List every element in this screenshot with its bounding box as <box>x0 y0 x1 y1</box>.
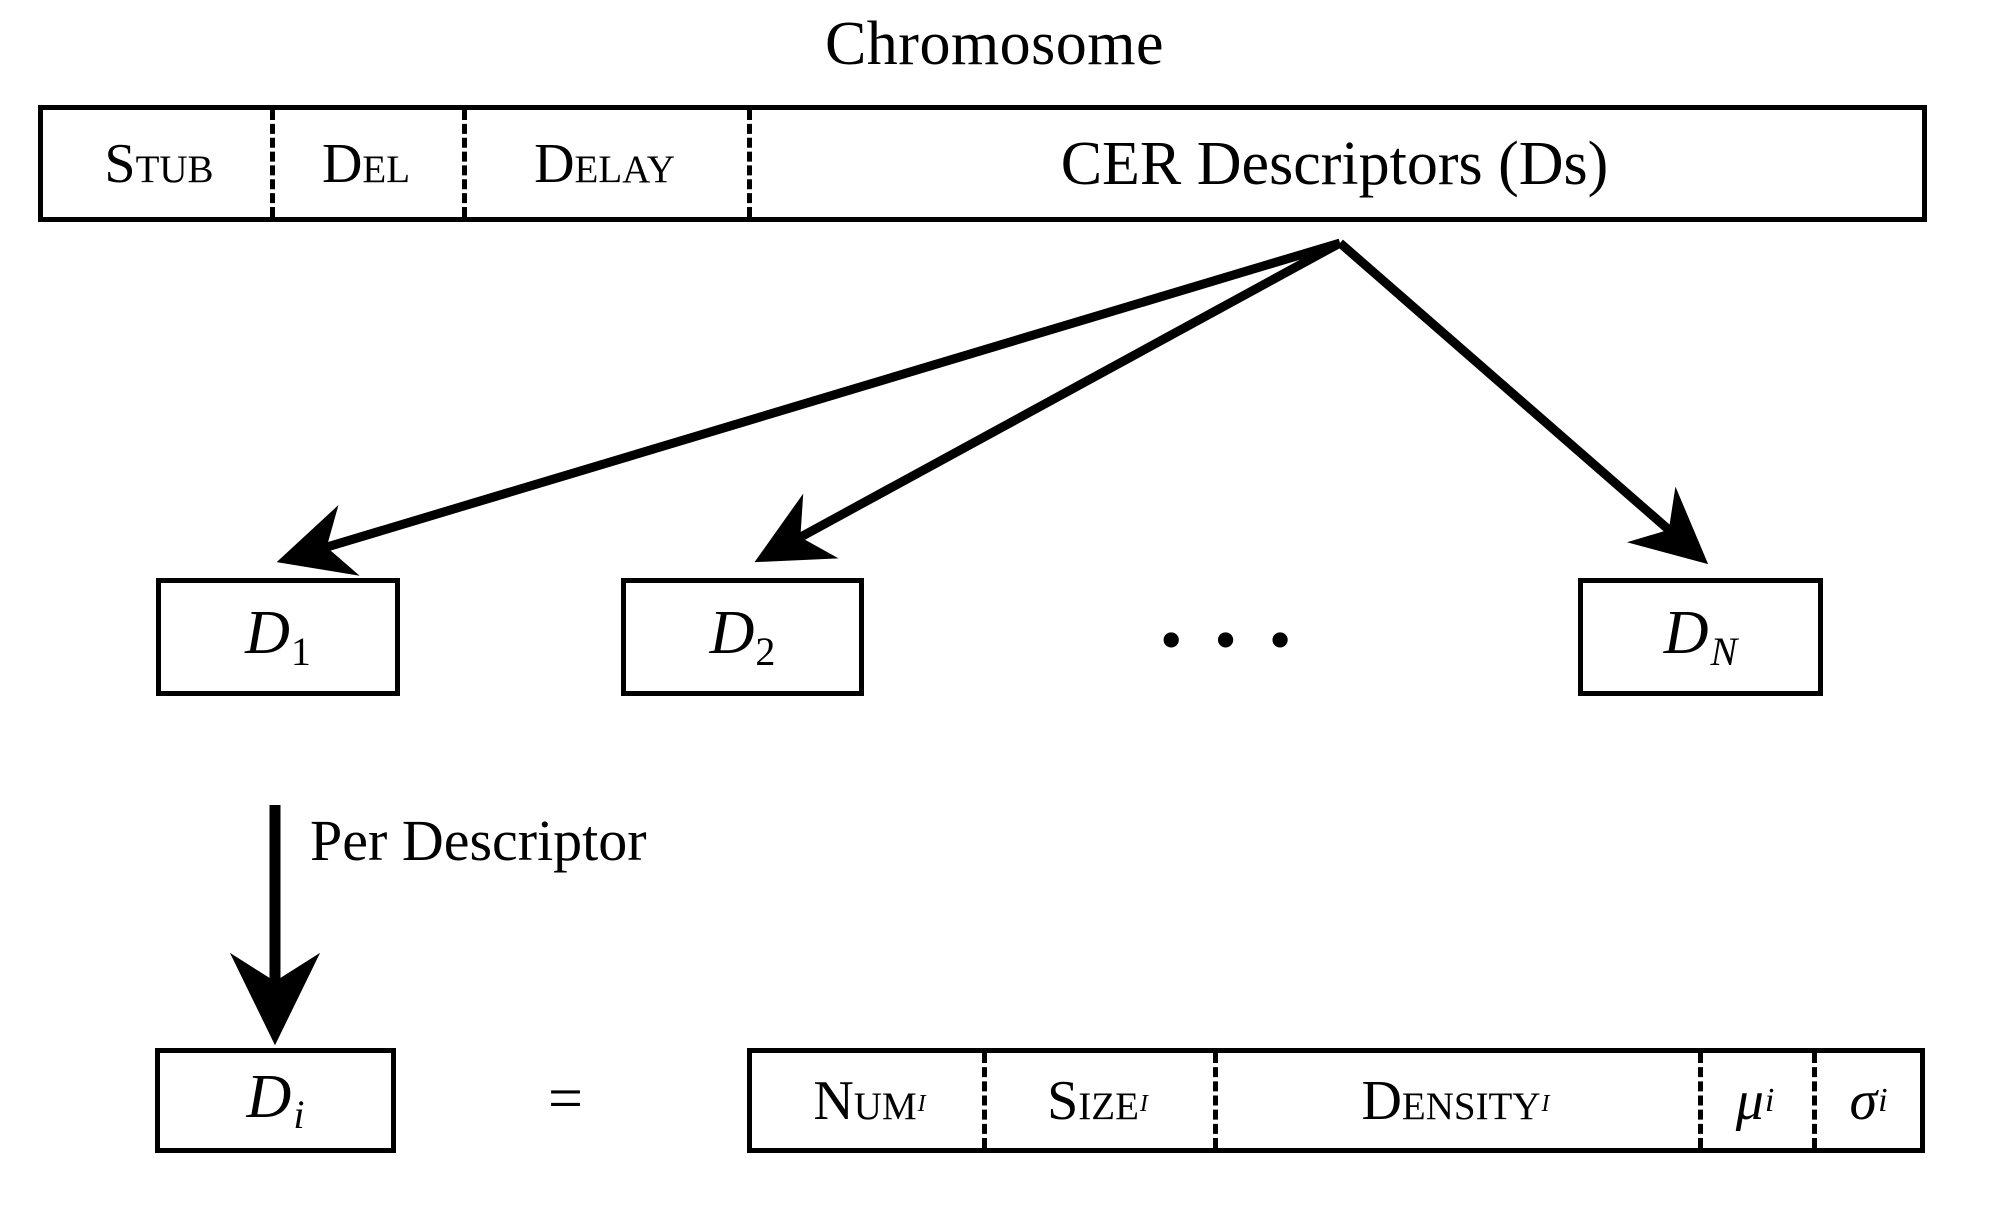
descriptor-ellipsis: • • • <box>1160 604 1300 675</box>
chromosome-cell-cer-descriptors-label: CER Descriptors (Ds) <box>1060 129 1609 198</box>
descriptor-field-density-subscript: i <box>1541 1081 1550 1119</box>
chromosome-bar-divider-2 <box>462 110 467 217</box>
descriptor-field-divider-2 <box>1213 1053 1218 1148</box>
arrow-to-d1 <box>276 238 1342 576</box>
descriptor-box-d2-label: D2 <box>710 602 776 671</box>
chromosome-cell-stub: Stub <box>48 110 270 217</box>
descriptor-index-dn: N <box>1710 628 1738 674</box>
descriptor-field-density-label: Density <box>1361 1069 1541 1132</box>
descriptor-box-di: Di <box>155 1048 396 1153</box>
chromosome-cell-del-label: Del <box>321 132 411 195</box>
per-descriptor-label: Per Descriptor <box>310 808 647 873</box>
descriptor-field-divider-3 <box>1698 1053 1703 1148</box>
descriptor-field-size-subscript: i <box>1139 1081 1148 1119</box>
chromosome-bar-divider-1 <box>270 110 275 217</box>
descriptor-box-d1: D1 <box>156 578 400 696</box>
equals-sign: = <box>548 1065 583 1133</box>
descriptor-field-mu-label: μ <box>1735 1069 1764 1132</box>
descriptor-field-mu-subscript: i <box>1764 1081 1775 1119</box>
descriptor-field-divider-4 <box>1812 1053 1817 1148</box>
descriptor-index-d1: 1 <box>290 628 311 674</box>
arrow-to-dn <box>1337 239 1709 565</box>
chromosome-cell-delay-label: Delay <box>534 132 675 195</box>
descriptor-base-d2: D <box>709 599 755 668</box>
chromosome-cell-cer-descriptors: CER Descriptors (Ds) <box>747 110 1922 217</box>
chromosome-cell-del: Del <box>270 110 462 217</box>
descriptor-box-dn: DN <box>1578 578 1823 696</box>
descriptor-field-sigma-subscript: i <box>1878 1081 1888 1119</box>
descriptor-field-num-subscript: i <box>917 1081 926 1119</box>
arrow-to-d2 <box>754 239 1343 563</box>
descriptor-base-di: D <box>246 1062 292 1131</box>
descriptor-index-di: i <box>293 1092 305 1138</box>
descriptor-field-num-label: Num <box>813 1069 917 1132</box>
chromosome-cell-stub-label: Stub <box>104 132 214 195</box>
chromosome-bar: Stub Del Delay CER Descriptors (Ds) <box>38 105 1927 222</box>
descriptor-box-di-label: Di <box>247 1066 305 1135</box>
descriptor-box-d2: D2 <box>621 578 864 696</box>
descriptor-box-d1-label: D1 <box>245 602 311 671</box>
descriptor-base-dn: D <box>1663 599 1709 668</box>
descriptor-box-dn-label: DN <box>1664 602 1737 671</box>
descriptor-field-sigma-label: σ <box>1849 1069 1878 1132</box>
descriptor-field-size-label: Size <box>1047 1069 1139 1132</box>
chromosome-bar-divider-3 <box>747 110 752 217</box>
descriptor-field-divider-1 <box>982 1053 987 1148</box>
descriptor-index-d2: 2 <box>755 628 776 674</box>
page-title: Chromosome <box>824 10 1165 78</box>
chromosome-cell-delay: Delay <box>462 110 747 217</box>
descriptor-base-d1: D <box>245 599 290 668</box>
arrow-fanout <box>276 238 1709 576</box>
